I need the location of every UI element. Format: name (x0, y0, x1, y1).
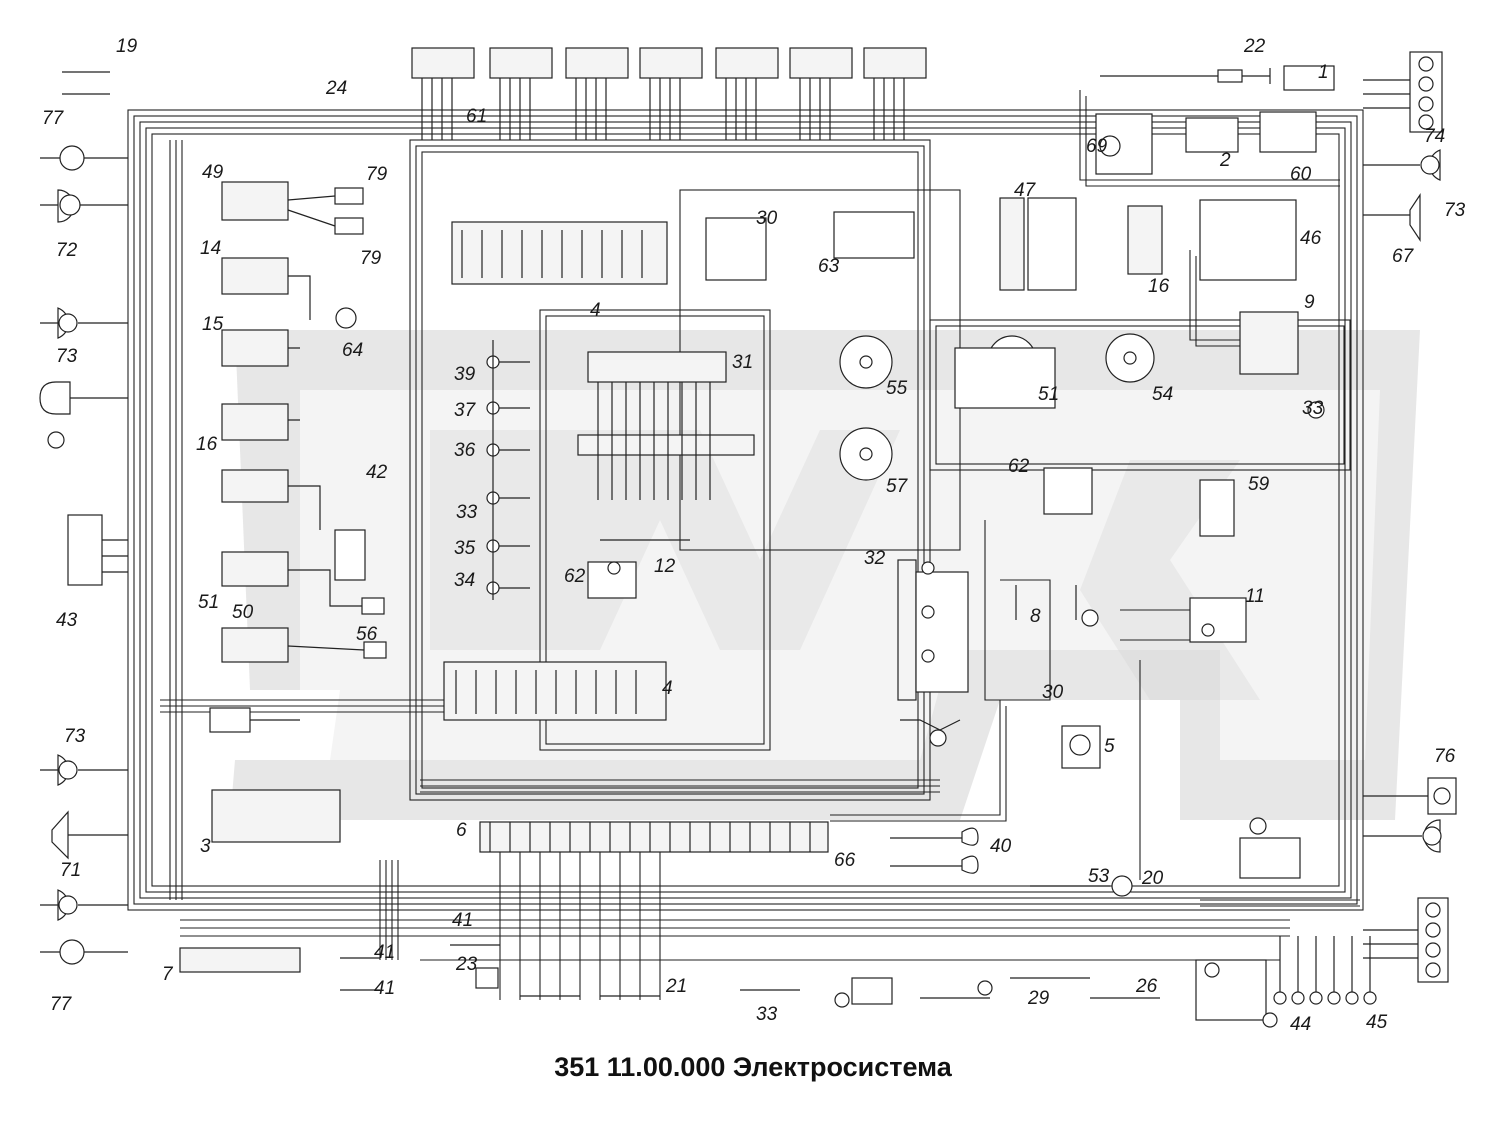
component-label: 9 (1304, 292, 1315, 313)
component-label: 55 (886, 378, 908, 399)
component-label: 45 (1366, 1012, 1388, 1033)
component-label: 56 (356, 624, 378, 645)
component-label: 57 (886, 476, 909, 497)
component-label: 33 (756, 1004, 778, 1025)
component-label: 11 (1245, 586, 1265, 607)
component-label: 20 (1141, 868, 1164, 889)
fuse-block-lower (443, 661, 667, 721)
component-label: 54 (1152, 384, 1173, 405)
diagram-caption: 351 11.00.000 Электросистема (554, 1052, 952, 1082)
component-label: 46 (1300, 228, 1322, 249)
component-labels: 1 2 3 4 4 5 6 7 8 9 11 12 14 15 16 16 19… (42, 36, 1466, 1035)
component-label: 2 (1219, 150, 1231, 171)
component-label: 16 (1148, 276, 1170, 297)
component-label: 72 (56, 240, 78, 261)
component-label: 79 (360, 248, 382, 269)
component-label: 51 (198, 592, 219, 613)
component-label: 50 (232, 602, 254, 623)
component-label: 29 (1027, 988, 1050, 1009)
component-label: 15 (202, 314, 224, 335)
component-label: 77 (50, 994, 73, 1015)
component-label: 53 (1088, 866, 1110, 887)
component-label: 79 (366, 164, 388, 185)
component-label: 37 (454, 400, 477, 421)
component-label: 4 (662, 678, 673, 699)
center-right-devices (587, 467, 1247, 769)
component-label: 19 (116, 36, 138, 57)
component-label: 5 (1104, 736, 1115, 757)
component-label: 16 (196, 434, 218, 455)
component-label: 59 (1248, 474, 1270, 495)
component-label: 60 (1290, 164, 1312, 185)
component-label: 77 (42, 108, 65, 129)
component-label: 40 (990, 836, 1012, 857)
component-label: 73 (56, 346, 78, 367)
component-label: 26 (1135, 976, 1158, 997)
component-label: 34 (454, 570, 475, 591)
gauges (705, 211, 1155, 481)
component-label: 32 (864, 548, 886, 569)
left-blocks (179, 181, 387, 973)
component-label: 41 (452, 910, 473, 931)
component-label: 7 (162, 964, 174, 985)
upper-right-devices (999, 65, 1335, 419)
left-lamps (39, 71, 128, 965)
indicator-bulbs (486, 340, 530, 600)
connector-31 (577, 351, 755, 500)
component-label: 36 (454, 440, 476, 461)
component-label: 76 (1434, 746, 1456, 767)
component-label: 49 (202, 162, 224, 183)
component-label: 33 (456, 502, 478, 523)
component-label: 35 (454, 538, 476, 559)
component-label: 63 (818, 256, 840, 277)
component-label: 42 (366, 462, 388, 483)
relay-row-61 (411, 47, 927, 140)
component-label: 39 (454, 364, 476, 385)
component-label: 71 (60, 860, 81, 881)
component-label: 22 (1243, 36, 1266, 57)
component-label: 41 (374, 942, 395, 963)
component-label: 64 (342, 340, 363, 361)
component-label: 30 (1042, 682, 1064, 703)
component-label: 23 (455, 954, 478, 975)
fuse-block-upper (451, 221, 668, 285)
component-label: 51 (1038, 384, 1059, 405)
component-label: 69 (1086, 136, 1108, 157)
component-label: 1 (1318, 62, 1329, 83)
component-label: 31 (732, 352, 753, 373)
watermark-logo (230, 330, 1420, 820)
component-label: 74 (1424, 126, 1445, 147)
component-label: 47 (1014, 180, 1037, 201)
component-label: 8 (1030, 606, 1041, 627)
component-label: 12 (654, 556, 676, 577)
component-label: 62 (1008, 456, 1030, 477)
component-label: 4 (590, 300, 601, 321)
component-label: 43 (56, 610, 78, 631)
lower-components (335, 307, 1377, 1028)
component-label: 21 (665, 976, 687, 997)
component-label: 30 (756, 208, 778, 229)
right-lamps (1363, 51, 1457, 983)
component-label: 73 (1444, 200, 1466, 221)
component-label: 41 (374, 978, 395, 999)
component-label: 14 (200, 238, 221, 259)
component-label: 61 (466, 106, 487, 127)
component-label: 67 (1392, 246, 1415, 267)
component-label: 24 (325, 78, 347, 99)
component-label: 62 (564, 566, 586, 587)
component-label: 44 (1290, 1014, 1311, 1035)
component-label: 6 (456, 820, 467, 841)
component-label: 66 (834, 850, 856, 871)
component-label: 33 (1302, 398, 1324, 419)
component-label: 73 (64, 726, 86, 747)
component-label: 3 (200, 836, 211, 857)
